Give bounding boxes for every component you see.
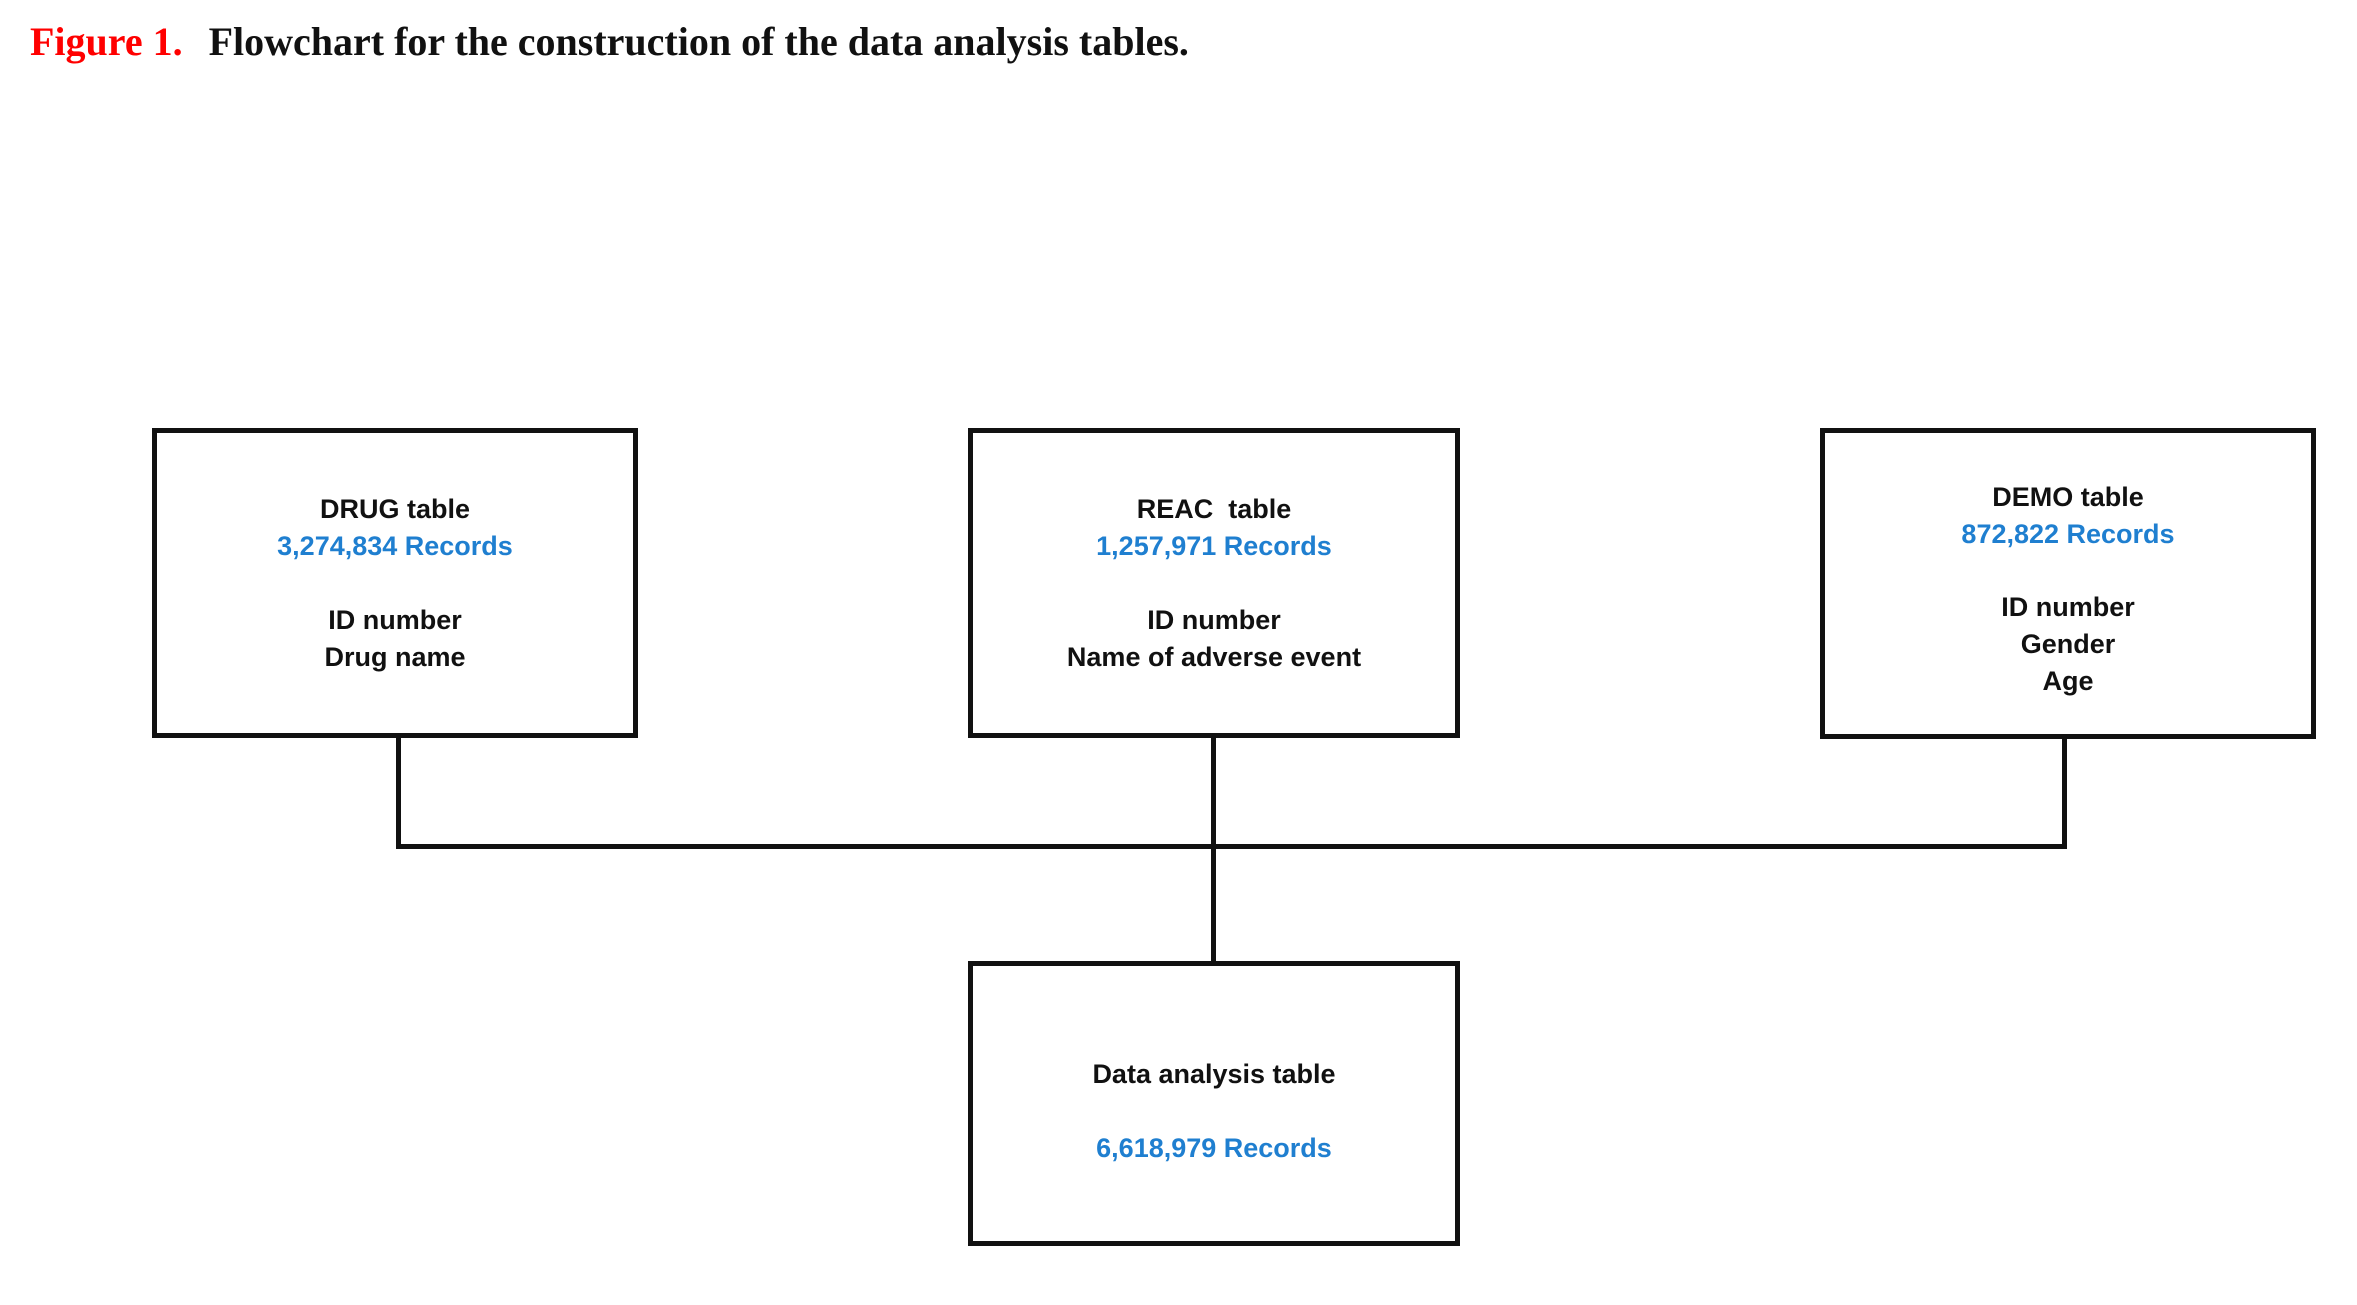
node-drug-records: 3,274,834 Records [277, 531, 513, 561]
node-reac-spacer [973, 565, 1455, 602]
figure-number-label: Figure 1. [30, 19, 183, 64]
node-drug-content: DRUG table 3,274,834 Records ID number D… [157, 433, 633, 676]
node-final-title: Data analysis table [1092, 1059, 1336, 1089]
node-demo-table: DEMO table 872,822 Records ID number Gen… [1820, 428, 2316, 739]
node-reac-table: REAC table 1,257,971 Records ID number N… [968, 428, 1460, 738]
node-demo-field-3: Age [2042, 666, 2094, 696]
node-drug-spacer [157, 565, 633, 602]
connector-demo-vertical [2062, 738, 2067, 849]
node-demo-title: DEMO table [1992, 482, 2144, 512]
node-demo-content: DEMO table 872,822 Records ID number Gen… [1825, 433, 2311, 700]
node-drug-title: DRUG table [319, 494, 471, 524]
node-drug-field-1: ID number [328, 605, 462, 635]
figure-caption-text: Flowchart for the construction of the da… [208, 19, 1189, 64]
node-data-analysis-table: Data analysis table 6,618,979 Records [968, 961, 1460, 1246]
node-demo-records: 872,822 Records [1961, 519, 2175, 549]
node-drug-table: DRUG table 3,274,834 Records ID number D… [152, 428, 638, 738]
node-final-content: Data analysis table 6,618,979 Records [973, 966, 1455, 1167]
node-reac-content: REAC table 1,257,971 Records ID number N… [973, 433, 1455, 676]
node-demo-field-2: Gender [2020, 629, 2116, 659]
node-final-spacer [973, 1093, 1455, 1130]
node-reac-title: REAC table [1136, 494, 1292, 524]
connector-horizontal-bus [396, 844, 2067, 849]
connector-center-vertical [1211, 737, 1216, 963]
node-reac-records: 1,257,971 Records [1096, 531, 1332, 561]
node-reac-field-2: Name of adverse event [1066, 642, 1362, 672]
node-demo-spacer [1825, 553, 2311, 589]
node-reac-field-1: ID number [1147, 605, 1281, 635]
connector-drug-vertical [396, 737, 401, 849]
node-final-records: 6,618,979 Records [1096, 1133, 1332, 1163]
figure-caption: Figure 1. Flowchart for the construction … [30, 18, 1189, 66]
node-drug-field-2: Drug name [324, 642, 466, 672]
node-demo-field-1: ID number [2001, 592, 2135, 622]
